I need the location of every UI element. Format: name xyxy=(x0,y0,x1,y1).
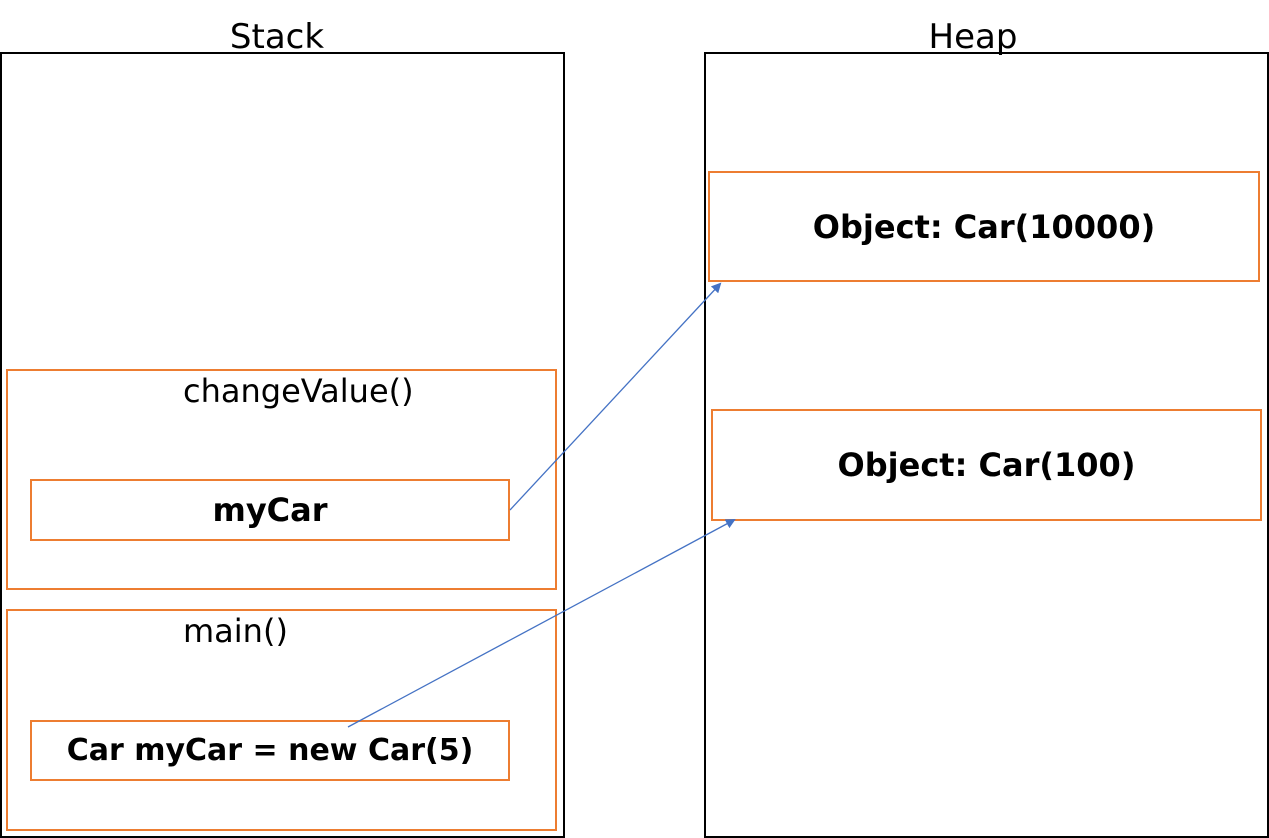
heap-object-car-100: Object: Car(100) xyxy=(711,409,1262,521)
stack-variable-mycar-main: Car myCar = new Car(5) xyxy=(30,720,510,781)
frame-label-changevalue: changeValue() xyxy=(183,372,414,410)
heap-object-car-10000: Object: Car(10000) xyxy=(708,171,1260,282)
stack-variable-mycar-param: myCar xyxy=(30,479,510,541)
heap-title: Heap xyxy=(928,17,1018,57)
stack-title: Stack xyxy=(229,17,325,57)
frame-label-main: main() xyxy=(183,612,288,650)
